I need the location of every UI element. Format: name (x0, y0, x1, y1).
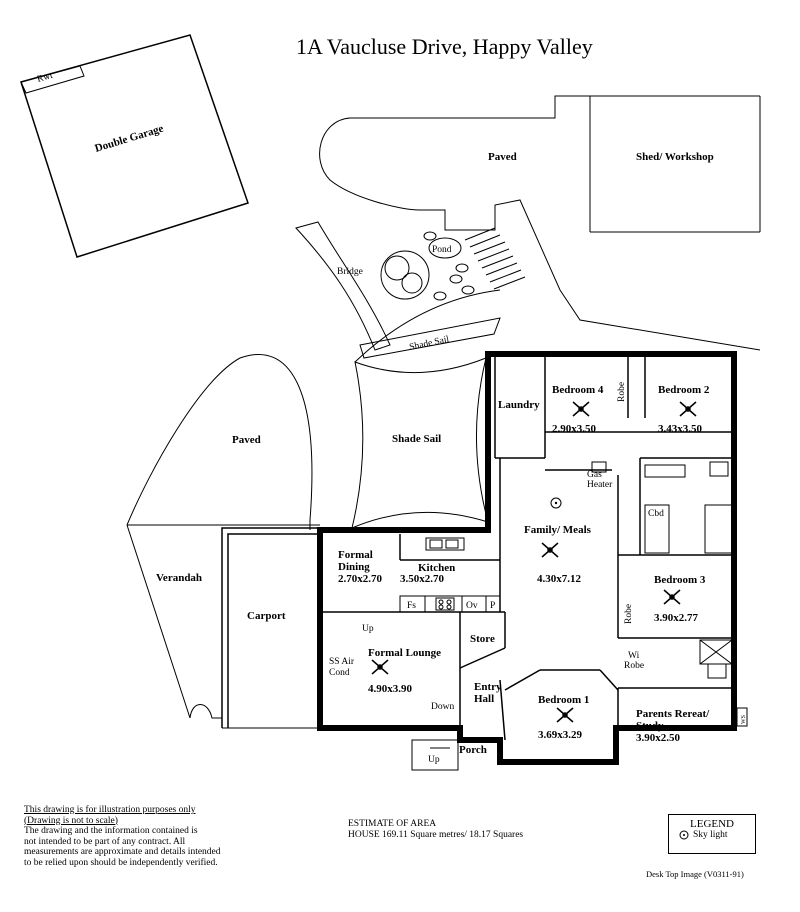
double-garage-label: Double Garage (93, 123, 165, 155)
ss-air-label-1: SS Air (329, 657, 355, 667)
parents-retreat-size: 3.90x2.50 (636, 732, 681, 744)
image-id: Desk Top Image (V0311-91) (646, 869, 744, 879)
porch-steps (411, 739, 459, 771)
ws-label: WS (741, 715, 747, 724)
laundry-label: Laundry (498, 399, 540, 411)
legend-item: Sky light (679, 830, 755, 840)
disclaimer: This drawing is for illustration purpose… (24, 805, 221, 868)
formal-dining-label-2: Dining (338, 561, 370, 573)
shade-sail-small-label: Shade Sail (409, 335, 451, 353)
disclaimer-line-5: measurements are approximate and details… (24, 847, 221, 857)
disclaimer-line-1: This drawing is for illustration purpose… (24, 805, 196, 815)
store-label: Store (470, 633, 495, 645)
bedroom4-size: 2.90x3.50 (552, 423, 597, 435)
shade-sail: Shade Sail (351, 289, 501, 529)
up-label-2: Up (428, 755, 440, 765)
interior-walls (320, 354, 734, 762)
entry-label-1: Entry (474, 681, 502, 693)
wi-robe-label-2: Robe (624, 661, 644, 671)
family-meals-size: 4.30x7.12 (537, 573, 582, 585)
bedroom1-label: Bedroom 1 (538, 694, 589, 706)
carport: Carport (221, 527, 320, 729)
skylight-icon (679, 830, 689, 840)
disclaimer-line-4: not intended to be part of any contract.… (24, 836, 186, 847)
estimate-title: ESTIMATE OF AREA (348, 819, 437, 829)
ceiling-fan-icon (371, 659, 389, 675)
parents-retreat-label-1: Parents Rereat/ (636, 708, 710, 720)
fs-label: Fs (407, 601, 416, 611)
porch-label: Porch (459, 744, 487, 756)
double-garage: Rwt Double Garage (20, 34, 249, 258)
legend-item-label: Sky light (693, 830, 728, 840)
parents-retreat-label-2: Study (636, 720, 664, 732)
garden-feature: Bridge Pond Shade Sail (295, 221, 501, 359)
robe-label: Robe (617, 382, 627, 402)
robe-label-2: Robe (624, 604, 634, 624)
up-label: Up (362, 624, 374, 634)
skylight-icon (550, 497, 562, 509)
legend-title: LEGEND (690, 818, 734, 830)
bedroom3-label: Bedroom 3 (654, 574, 706, 586)
formal-lounge-label: Formal Lounge (368, 647, 441, 659)
wi-robe-label-1: Wi (628, 651, 640, 661)
paved-left-area: Paved Verandah (126, 353, 320, 719)
bedroom2-label: Bedroom 2 (658, 384, 710, 396)
ceiling-fan-icon (556, 707, 574, 723)
pond-label: Pond (432, 245, 452, 255)
formal-dining-size: 2.70x2.70 (338, 573, 383, 585)
plan-title: 1A Vaucluse Drive, Happy Valley (296, 34, 593, 59)
bedroom4-label: Bedroom 4 (552, 384, 604, 396)
cbd-label: Cbd (648, 509, 664, 519)
ceiling-fan-icon (572, 401, 590, 417)
bedroom3-size: 3.90x2.77 (654, 612, 699, 624)
verandah-label: Verandah (156, 572, 202, 584)
house-outline (317, 351, 737, 765)
bedroom2-size: 3.43x3.50 (658, 423, 703, 435)
disclaimer-line-2: (Drawing is not to scale) (24, 815, 118, 826)
estimate-value: HOUSE 169.11 Square metres/ 18.17 Square… (348, 829, 524, 840)
ss-air-label-2: Cond (329, 668, 350, 678)
gas-heater-label-1: Gas (587, 470, 602, 480)
estimate-of-area: ESTIMATE OF AREA HOUSE 169.11 Square met… (348, 819, 523, 840)
legend: LEGEND Sky light (668, 814, 756, 854)
carport-label: Carport (247, 610, 286, 622)
rwt-label: Rwt (36, 71, 54, 85)
formal-dining-label-1: Formal (338, 549, 373, 561)
kitchen-label: Kitchen (418, 562, 455, 574)
ceiling-fan-icon (679, 401, 697, 417)
shed-workshop-label: Shed/ Workshop (636, 151, 714, 163)
fixtures (399, 461, 748, 727)
shade-sail-label: Shade Sail (392, 433, 441, 445)
ceiling-fan-icons (371, 401, 697, 723)
ceiling-fan-icon (663, 589, 681, 605)
ov-label: Ov (466, 601, 478, 611)
bedroom1-size: 3.69x3.29 (538, 729, 583, 741)
paved-top-area: Paved Shed/ Workshop (319, 95, 761, 351)
gas-heater-label-2: Heater (587, 480, 613, 490)
entry-label-2: Hall (474, 693, 494, 705)
ceiling-fan-icon (541, 542, 559, 558)
paved-left-label: Paved (232, 434, 261, 446)
disclaimer-line-6: to be relied upon should be independentl… (24, 857, 218, 868)
disclaimer-line-3: The drawing and the information containe… (24, 826, 198, 836)
down-label: Down (431, 702, 454, 712)
p-label: P (490, 601, 495, 611)
bridge-label: Bridge (337, 267, 363, 277)
family-meals-label: Family/ Meals (524, 524, 592, 536)
paved-top-label: Paved (488, 151, 517, 163)
garden-steps (464, 227, 526, 290)
formal-lounge-size: 4.90x3.90 (368, 683, 413, 695)
kitchen-size: 3.50x2.70 (400, 573, 445, 585)
